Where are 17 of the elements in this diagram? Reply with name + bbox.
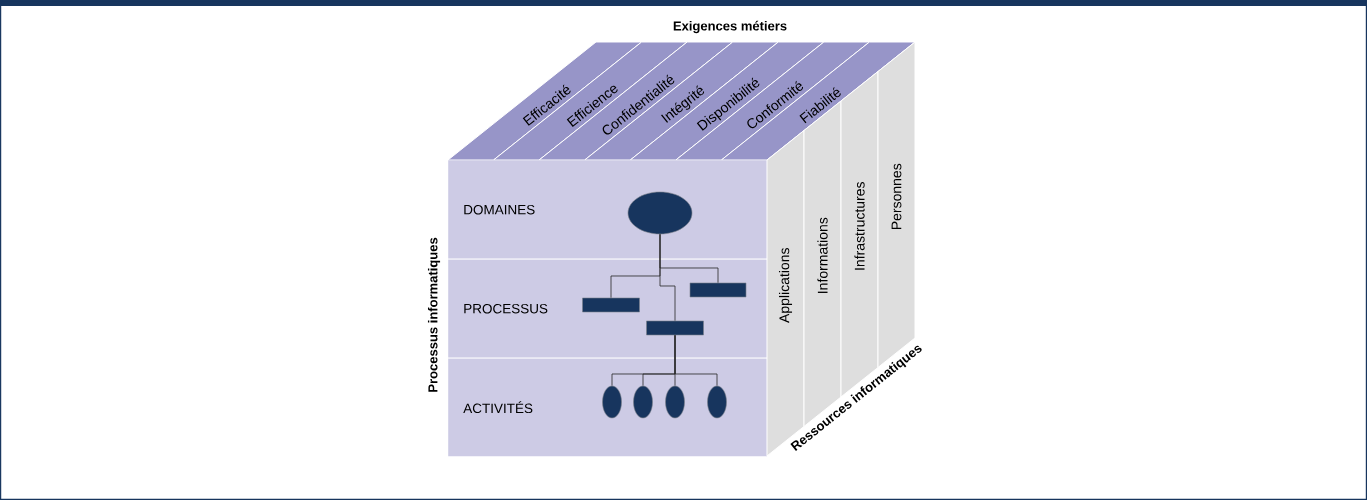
axis-title: Exigences métiers [673,20,787,34]
node-label: PROCESSUS [464,303,548,314]
activity-ellipse [665,385,685,419]
process-band: DOMAINES [448,160,768,260]
tree-connector [674,334,718,387]
axis-title: Processus informatiques [427,237,441,392]
activity-ellipse [602,385,622,419]
process-rectangle [689,282,747,298]
process-band: ACTIVITÉS [448,358,768,457]
process-rectangle [582,297,640,313]
node-label: DOMAINES [464,204,535,215]
process-rectangle [646,320,704,336]
activity-ellipse [633,385,653,419]
domain-ellipse [627,191,693,235]
node-label: ACTIVITÉS [463,401,533,414]
activity-ellipse [707,385,727,419]
tree-connector [659,233,676,322]
